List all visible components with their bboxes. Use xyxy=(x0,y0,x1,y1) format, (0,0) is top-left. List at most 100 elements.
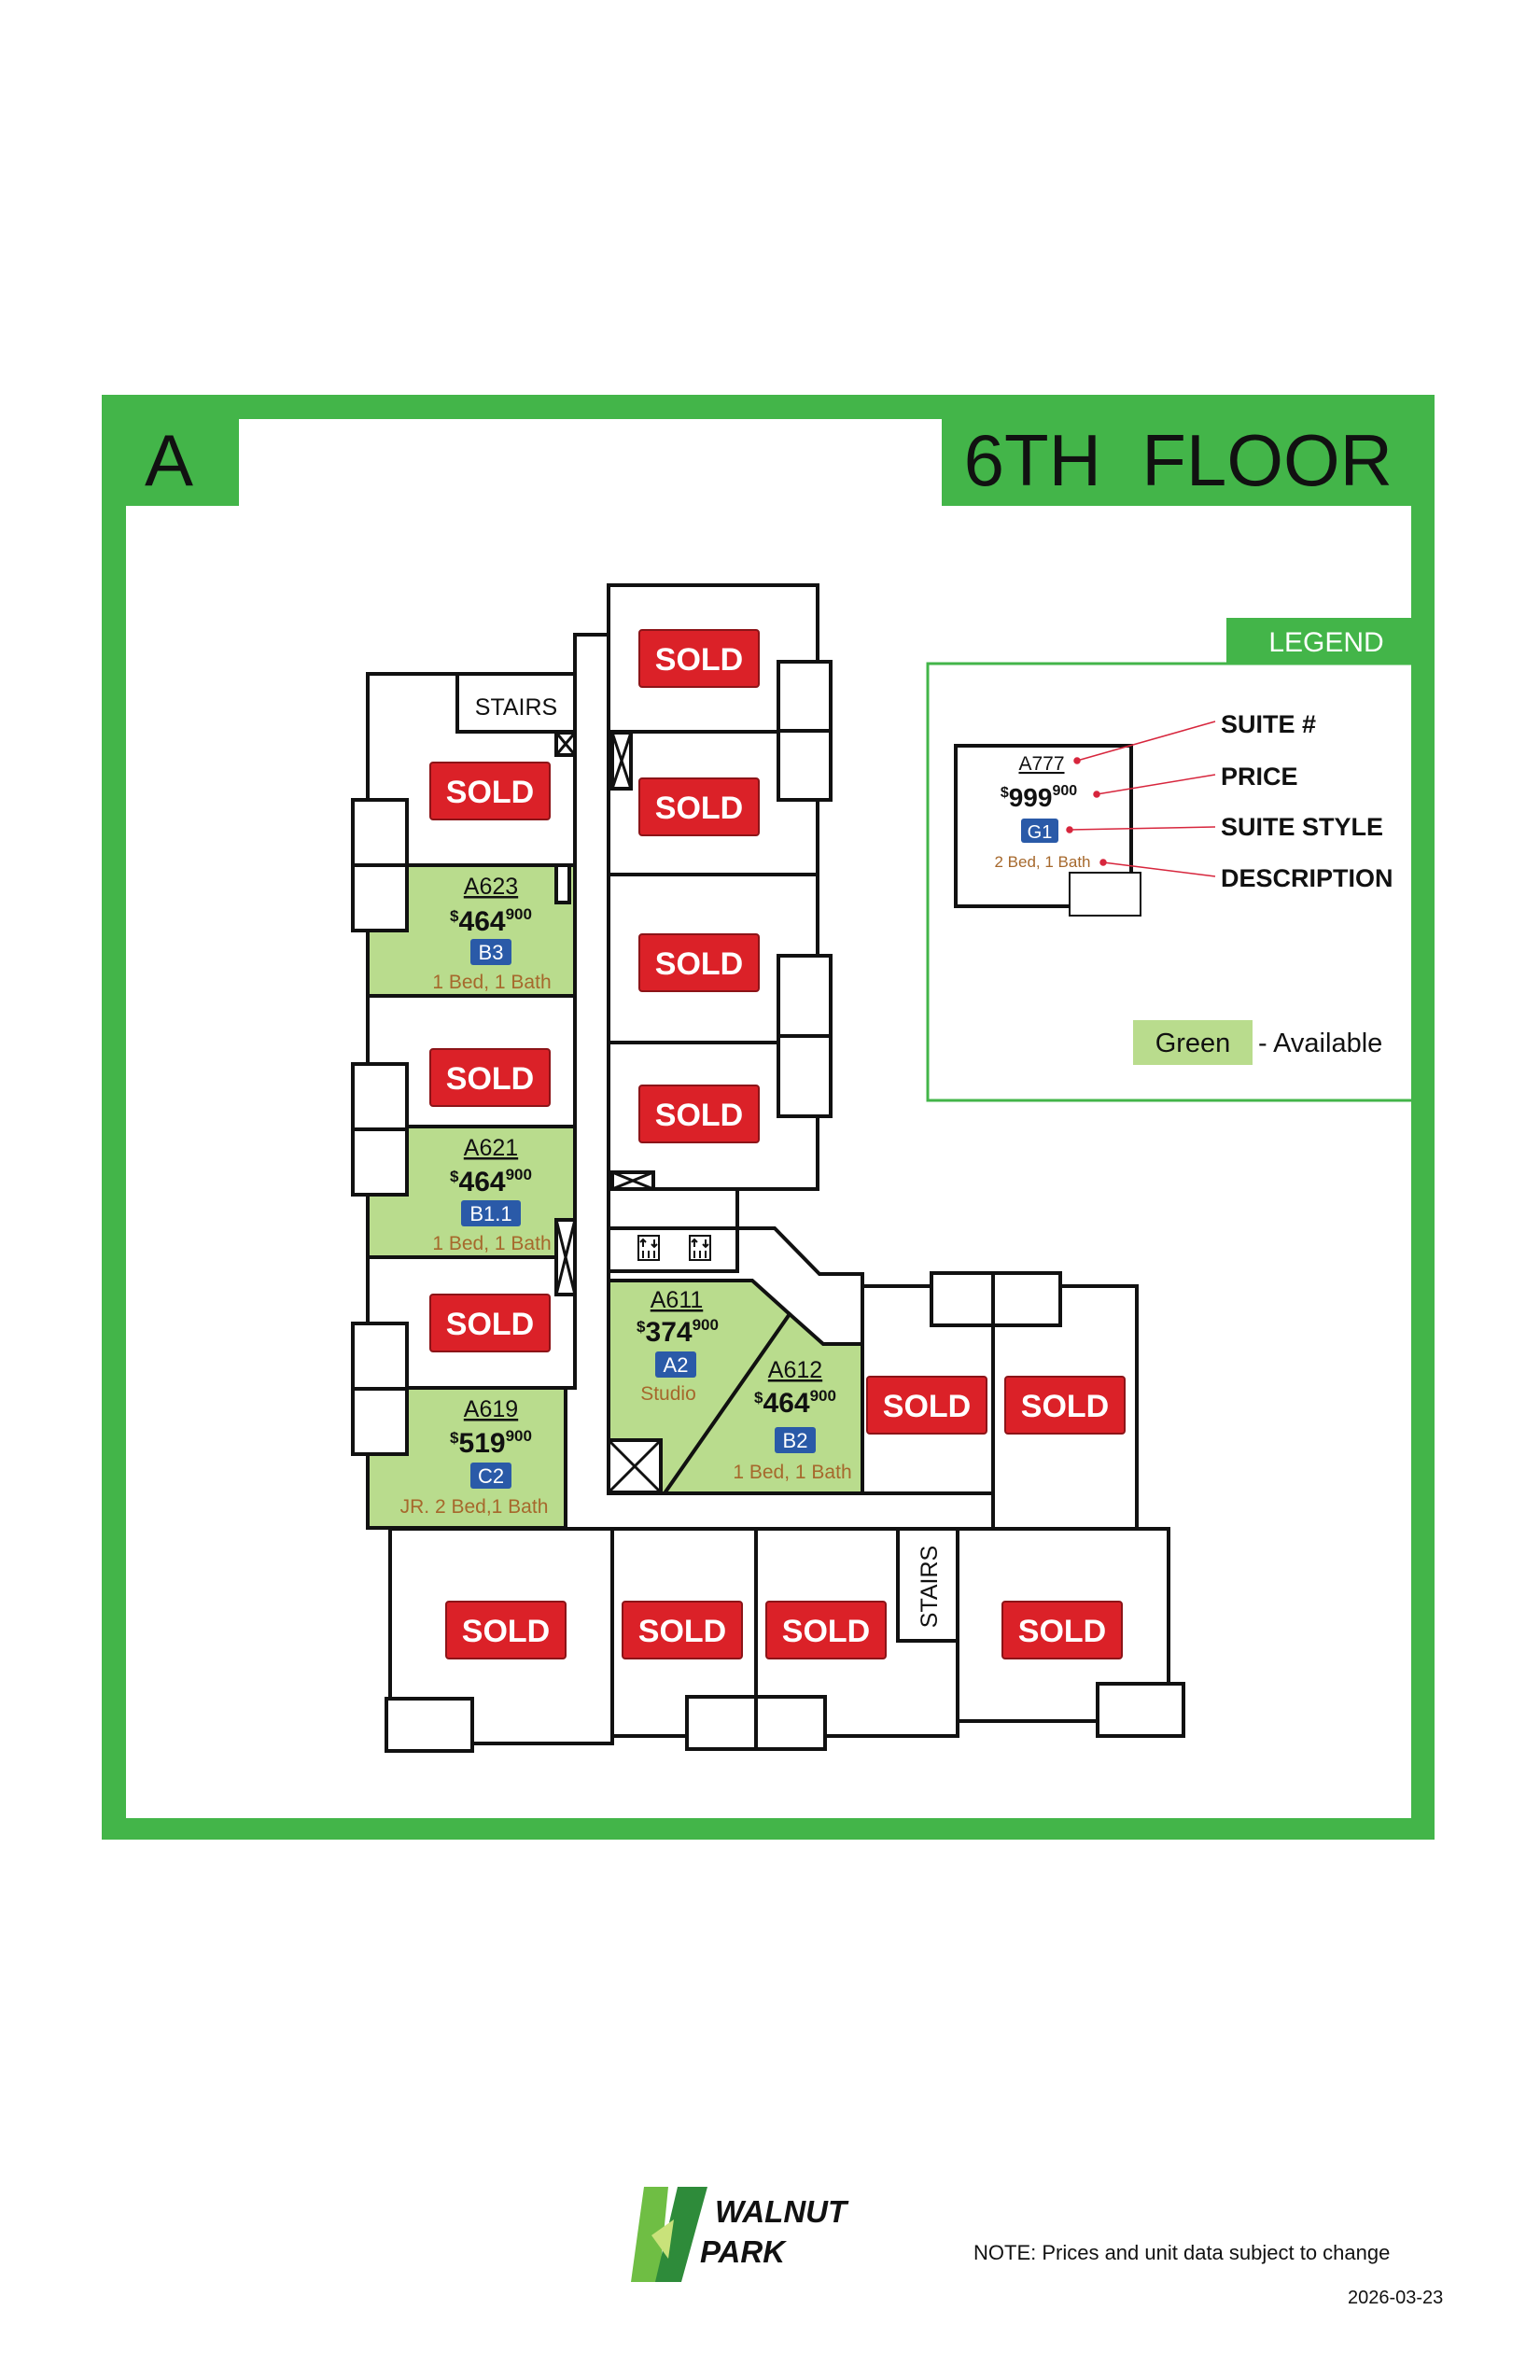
legend-swatch-label: Green xyxy=(1155,1029,1231,1058)
legend-sample-balcony xyxy=(1069,872,1141,917)
brand-line-2: PARK xyxy=(700,2234,787,2269)
balcony-left-6 xyxy=(351,1387,409,1456)
elevator-icon xyxy=(637,1235,660,1261)
unit-label-a623: A623 $464900 B3 1 Bed, 1 Bath xyxy=(432,874,551,993)
building-letter: A xyxy=(145,419,193,501)
suite-style-badge xyxy=(775,1427,816,1453)
suite-style-badge xyxy=(470,1463,511,1489)
suite-style: B2 xyxy=(783,1429,808,1452)
brand-line-1: WALNUT xyxy=(715,2194,849,2229)
suite-style: A2 xyxy=(664,1353,689,1377)
balcony-left-4 xyxy=(351,1127,409,1197)
shaft-markers xyxy=(554,732,663,1494)
balcony-tower-2 xyxy=(777,729,833,802)
svg-text:SOLD: SOLD xyxy=(655,946,743,982)
balcony-tower-3 xyxy=(777,954,833,1038)
suite-style: C2 xyxy=(478,1464,504,1488)
suite-number: A612 xyxy=(768,1357,822,1383)
sold-badge: SOLD xyxy=(429,762,551,820)
balcony-tower-4 xyxy=(777,1034,833,1118)
svg-text:SOLD: SOLD xyxy=(446,775,534,810)
suite-price: $464900 xyxy=(450,1166,532,1197)
shaft-2 xyxy=(554,863,571,904)
legend-sample-style-badge xyxy=(1021,819,1058,843)
unit-label-a619: A619 $519900 C2 JR. 2 Bed,1 Bath xyxy=(400,1396,549,1518)
legend-label-price: PRICE xyxy=(1221,763,1298,791)
svg-text:SOLD: SOLD xyxy=(1021,1389,1109,1424)
suite-description: 1 Bed, 1 Bath xyxy=(432,1233,551,1254)
elevator-lobby xyxy=(607,1226,739,1273)
walnut-park-logo: WALNUT PARK xyxy=(631,2187,849,2282)
svg-text:SOLD: SOLD xyxy=(1018,1614,1106,1649)
unit-label-a621: A621 $464900 B1.1 1 Bed, 1 Bath xyxy=(432,1135,551,1254)
legend-sample-price: $999900 xyxy=(1001,783,1077,812)
floor-title: 6TH FLOOR xyxy=(964,419,1393,501)
suite-number: A623 xyxy=(464,874,518,900)
balcony-tower-1 xyxy=(777,660,833,733)
suite-description: 1 Bed, 1 Bath xyxy=(733,1462,851,1483)
suite-number: A611 xyxy=(651,1287,704,1313)
svg-text:SOLD: SOLD xyxy=(638,1614,726,1649)
sold-badge: SOLD xyxy=(1004,1376,1126,1435)
balcony-bottom-2 xyxy=(685,1695,758,1751)
suite-price: $519900 xyxy=(450,1427,532,1459)
legend-label-style: SUITE STYLE xyxy=(1221,813,1383,841)
legend-label-description: DESCRIPTION xyxy=(1221,864,1393,892)
suite-number: A621 xyxy=(464,1135,518,1161)
sold-badge: SOLD xyxy=(445,1601,567,1659)
legend-title: LEGEND xyxy=(1268,627,1383,658)
balcony-left-3 xyxy=(351,1062,409,1131)
floor-plan xyxy=(351,583,1185,1753)
sold-badge: SOLD xyxy=(429,1294,551,1352)
sold-badge: SOLD xyxy=(638,629,760,688)
legend-label-suite: SUITE # xyxy=(1221,710,1316,738)
suite-description: 1 Bed, 1 Bath xyxy=(432,972,551,993)
svg-text:SOLD: SOLD xyxy=(655,642,743,678)
stairs-label: STAIRS xyxy=(917,1546,943,1628)
balcony-left-2 xyxy=(351,863,409,932)
svg-text:SOLD: SOLD xyxy=(655,791,743,826)
legend-sample-suite: A777 xyxy=(1018,753,1064,775)
suite-description: Studio xyxy=(640,1383,696,1405)
legend-swatch-meaning: - Available xyxy=(1258,1029,1382,1058)
balcony-left-5 xyxy=(351,1322,409,1391)
svg-text:SOLD: SOLD xyxy=(782,1614,870,1649)
suite-description: JR. 2 Bed,1 Bath xyxy=(400,1496,549,1518)
balcony-bottom-1 xyxy=(385,1697,474,1753)
legend-sample-description: 2 Bed, 1 Bath xyxy=(994,853,1090,871)
suite-style: B1.1 xyxy=(469,1202,511,1225)
balcony-bottom-3 xyxy=(754,1695,827,1751)
balcony-bottom-4 xyxy=(1096,1682,1185,1738)
stairs-top-box xyxy=(455,672,577,734)
svg-text:SOLD: SOLD xyxy=(446,1061,534,1097)
sold-badge: SOLD xyxy=(638,1085,760,1143)
unit-label-a611: A611 $374900 A2 Studio xyxy=(637,1287,719,1405)
suite-style-badge xyxy=(655,1351,696,1378)
print-date: 2026-03-23 xyxy=(1348,2288,1444,2308)
unit-label-a612: A612 $464900 B2 1 Bed, 1 Bath xyxy=(733,1357,851,1483)
svg-text:SOLD: SOLD xyxy=(883,1389,971,1424)
legend: LEGEND A777 $999900 G1 2 Bed, 1 Bath SUI… xyxy=(926,618,1411,1102)
legend-available-swatch xyxy=(1133,1020,1253,1065)
suite-style: B3 xyxy=(479,941,504,964)
elevator-icon xyxy=(689,1235,711,1261)
stairs-label: STAIRS xyxy=(475,694,557,721)
sold-badge: SOLD xyxy=(638,933,760,992)
svg-text:SOLD: SOLD xyxy=(462,1614,550,1649)
svg-text:SOLD: SOLD xyxy=(655,1098,743,1133)
disclaimer-note: NOTE: Prices and unit data subject to ch… xyxy=(973,2241,1391,2264)
suite-price: $374900 xyxy=(637,1316,719,1348)
balcony-left-1 xyxy=(351,798,409,867)
suite-number: A619 xyxy=(464,1396,518,1422)
unit-a619[interactable] xyxy=(366,1386,567,1530)
balcony-right-1 xyxy=(930,1271,995,1327)
sold-badges: SOLD SOLD SOLD SOLD SOLD SOLD SOLD SOLD … xyxy=(429,629,1126,1659)
svg-text:SOLD: SOLD xyxy=(446,1307,534,1342)
suite-style-badge xyxy=(461,1200,521,1226)
suite-style-badge xyxy=(470,939,511,965)
legend-sample-style: G1 xyxy=(1028,822,1053,843)
balcony-right-2 xyxy=(991,1271,1062,1327)
sold-badge: SOLD xyxy=(866,1376,987,1435)
sold-badge: SOLD xyxy=(638,777,760,836)
